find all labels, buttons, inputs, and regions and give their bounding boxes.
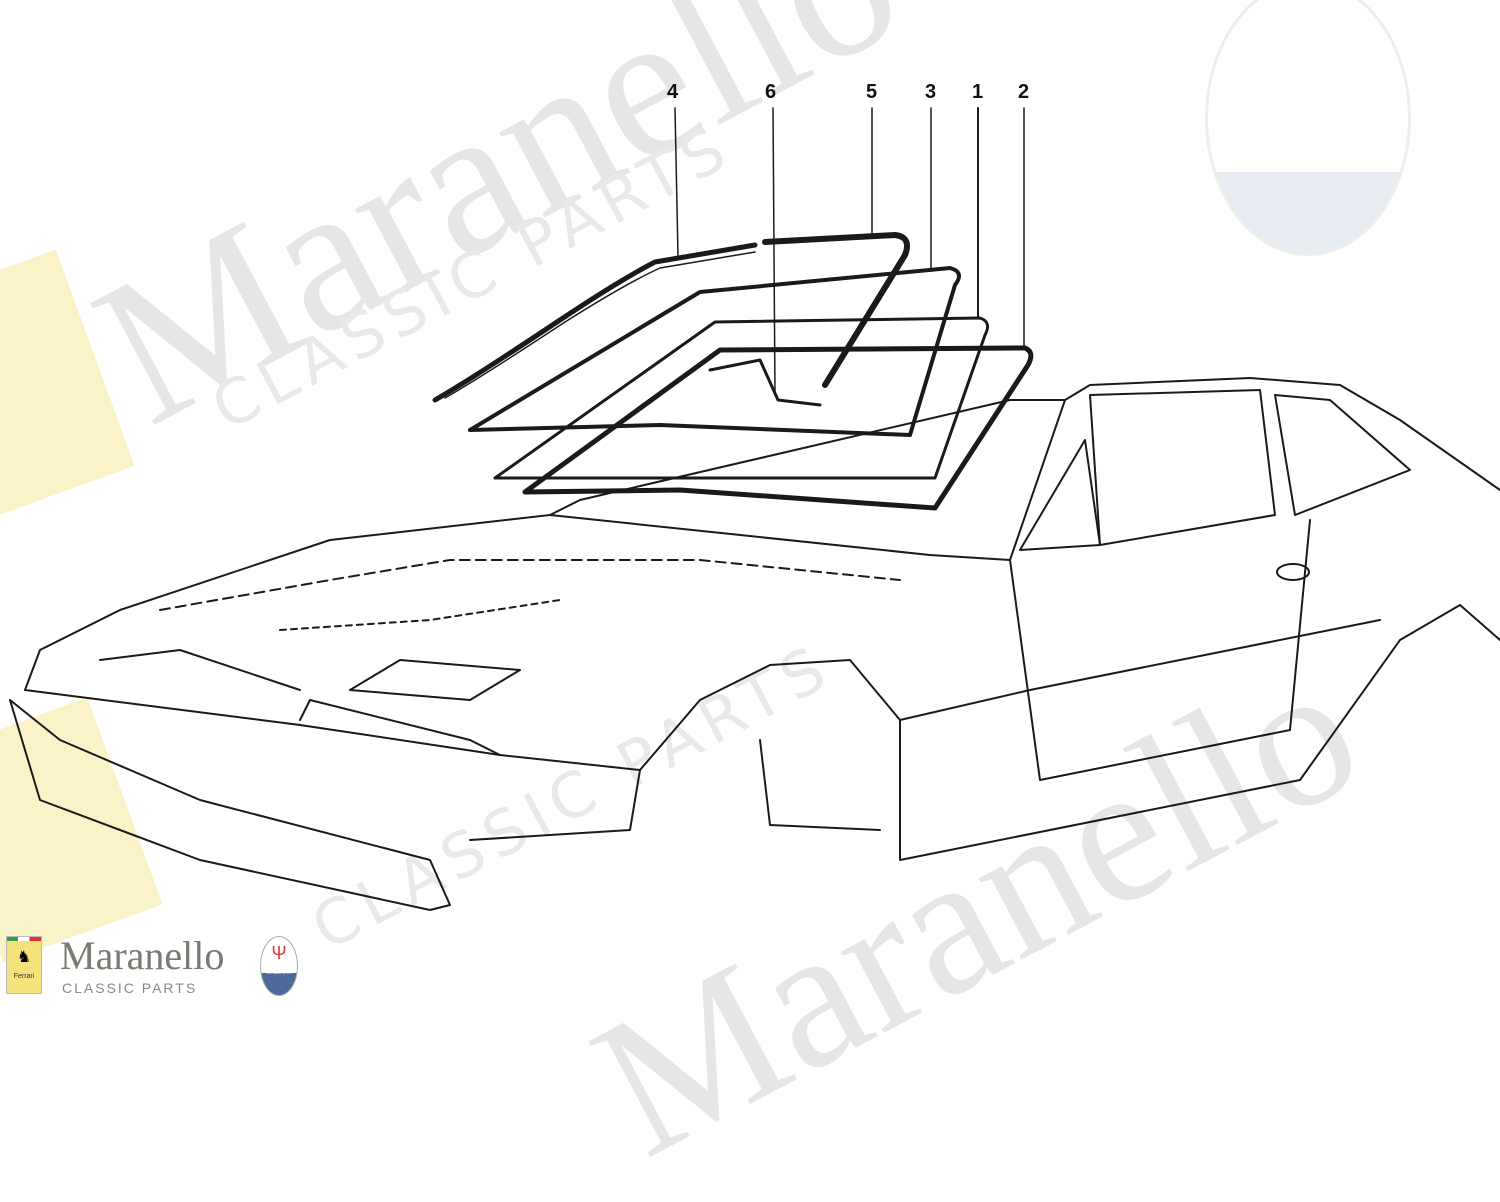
logo-brand: Maranello bbox=[60, 933, 225, 978]
callout-5: 5 bbox=[866, 81, 877, 103]
maranello-logo: ♞ Ferrari Maranello CLASSIC PARTS Ψ MASE… bbox=[4, 933, 304, 996]
callout-3: 3 bbox=[925, 81, 936, 103]
seal-3 bbox=[468, 266, 961, 437]
maserati-badge-text: MASERATI bbox=[266, 970, 292, 976]
car-body-outline bbox=[9, 377, 1500, 911]
parts-diagram: 4 6 5 3 1 2 bbox=[9, 81, 1500, 911]
seal-1 bbox=[493, 316, 990, 480]
maserati-watermark-emblem bbox=[1205, 0, 1411, 256]
seal-2 bbox=[522, 345, 1034, 511]
callout-1: 1 bbox=[972, 81, 983, 103]
seal-4 bbox=[432, 242, 758, 403]
callout-6: 6 bbox=[765, 81, 776, 103]
ferrari-badge-text: Ferrari bbox=[13, 973, 35, 980]
seal-4-inner bbox=[444, 251, 756, 399]
ferrari-badge-icon: ♞ Ferrari bbox=[6, 936, 42, 994]
seal-5 bbox=[762, 232, 910, 388]
leader-6 bbox=[772, 107, 776, 396]
logo-sub: CLASSIC PARTS bbox=[62, 980, 198, 996]
seal-6 bbox=[708, 358, 822, 407]
callout-4: 4 bbox=[667, 81, 679, 103]
callout-2: 2 bbox=[1018, 81, 1029, 103]
leader-4 bbox=[674, 107, 679, 257]
maserati-badge-icon: Ψ MASERATI bbox=[260, 936, 298, 996]
